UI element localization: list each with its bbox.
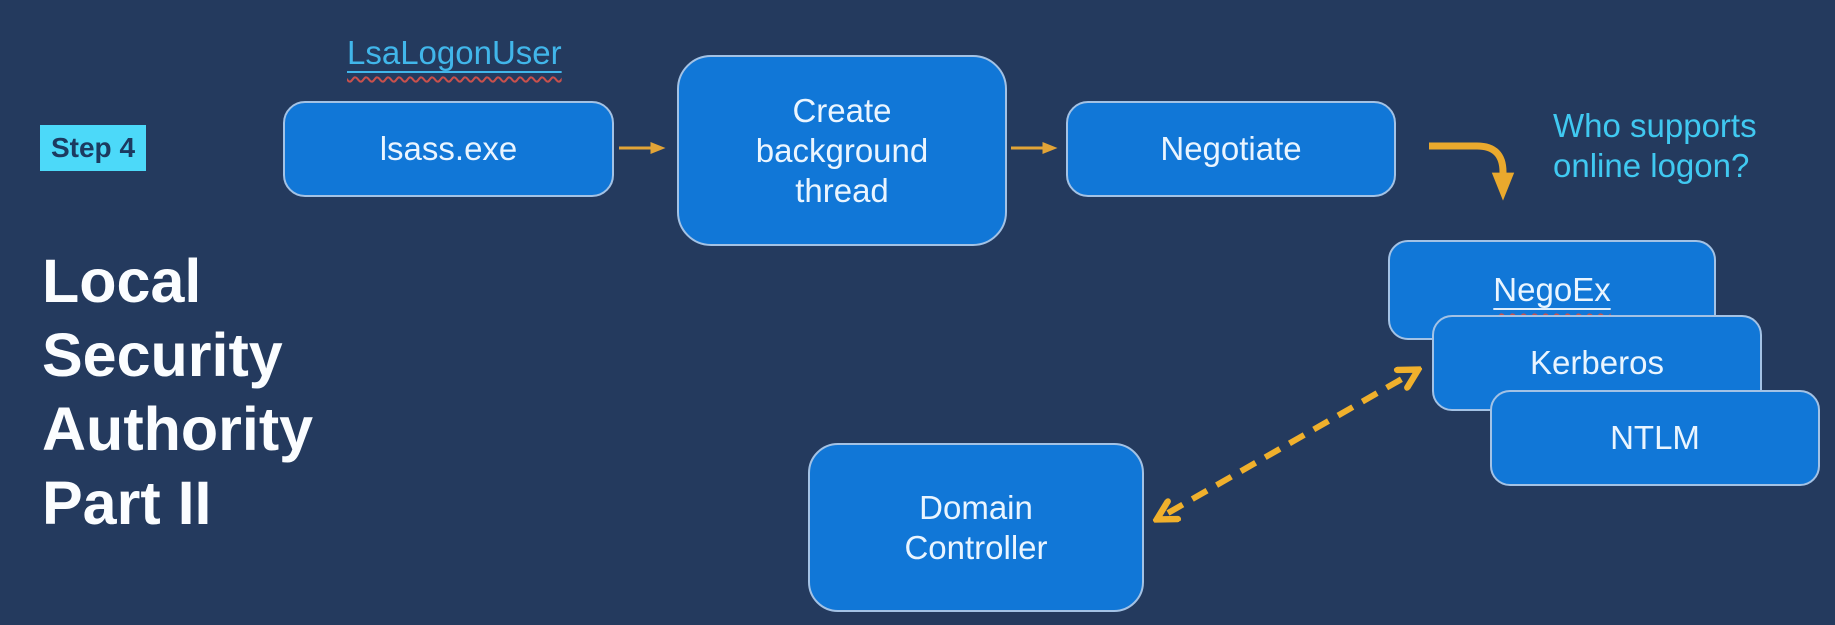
node-ntlm: NTLM	[1490, 390, 1820, 486]
lsalogonuser-link[interactable]: LsaLogonUser	[347, 34, 562, 72]
arrow-dc-to-kerberos-dashed	[1168, 376, 1407, 513]
slide-title: Local Security Authority Part II	[42, 247, 314, 537]
node-lsass-exe: lsass.exe	[283, 101, 614, 197]
lsalogonuser-label: LsaLogonUser	[347, 34, 562, 71]
step-badge: Step 4	[40, 125, 146, 171]
arrow-negotiate-elbow-down	[1429, 142, 1515, 201]
node-create-background-thread: Create background thread	[677, 55, 1007, 246]
spellcheck-squiggle: LsaLogonUser	[347, 34, 562, 71]
annotation-who-supports-online-logon: Who supports online logon?	[1553, 107, 1757, 184]
spellcheck-squiggle: NegoEx	[1493, 270, 1610, 310]
node-negotiate: Negotiate	[1066, 101, 1396, 197]
negoex-label: NegoEx	[1493, 271, 1611, 308]
node-domain-controller: Domain Controller	[808, 443, 1144, 612]
